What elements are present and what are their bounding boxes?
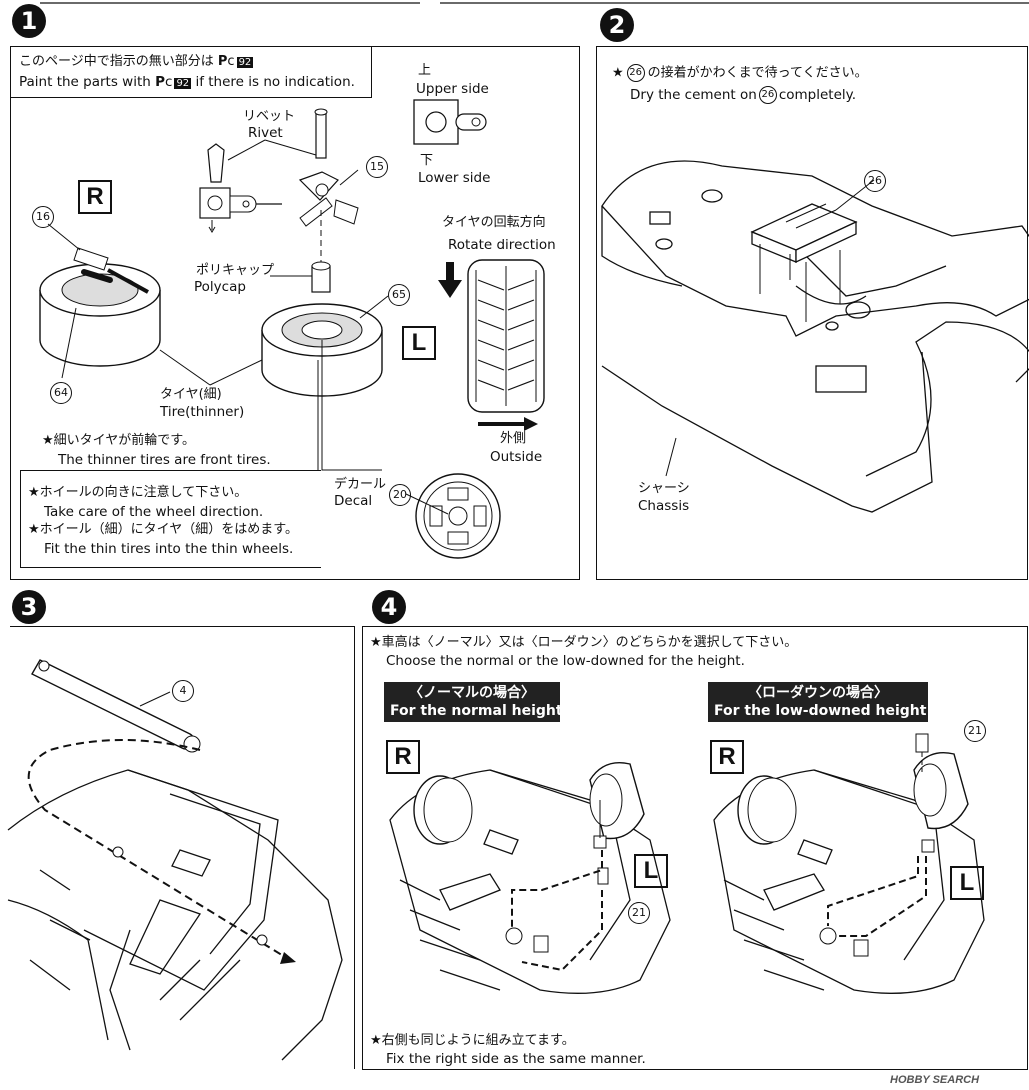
height-choice-jp: ★車高は〈ノーマル〉又は〈ローダウン〉のどちらかを選択して下さい。 — [370, 635, 798, 650]
chassis-label-jp: シャーシ — [638, 481, 690, 496]
watermark-logo: HOBBY SEARCH — [890, 1074, 980, 1086]
part-65-callout: 65 — [388, 284, 410, 306]
part-26-callout: 26 — [864, 170, 886, 192]
paint-note-en-suffix: if there is no indication. — [191, 74, 355, 90]
thin-fit-en: Fit the thin tires into the thin wheels. — [44, 541, 294, 557]
paint-note-en-prefix: Paint the parts with — [19, 74, 156, 90]
low-right-marker: R — [710, 740, 744, 774]
paint-number-badge-en: 92 — [174, 78, 192, 89]
step-2-number: 2 — [600, 8, 634, 42]
wheel-notes-box — [20, 470, 321, 568]
low-height-jp: 〈ローダウンの場合〉 — [748, 685, 888, 701]
step-1-number: 1 — [12, 4, 46, 38]
step-3-number: 3 — [12, 590, 46, 624]
wheel-direction-jp: ★ホイールの向きに注意して下さい。 — [28, 485, 248, 500]
decal-label-en: Decal — [334, 493, 373, 509]
rivet-label-en: Rivet — [248, 125, 283, 141]
low-part-21-callout: 21 — [964, 720, 986, 742]
normal-height-heading: 〈ノーマルの場合〉 For the normal height — [384, 682, 563, 722]
right-side-note-jp: ★右側も同じように組み立てます。 — [370, 1033, 575, 1048]
step-2-panel — [596, 46, 1028, 580]
height-choice-en: Choose the normal or the low-downed for … — [386, 653, 745, 669]
part-16-callout: 16 — [32, 206, 54, 228]
cement-part-26-en: 26 — [758, 86, 777, 104]
tire-thinner-en: Tire(thinner) — [160, 404, 245, 420]
part-20-callout: 20 — [389, 484, 411, 506]
paint-number-badge: 92 — [236, 57, 254, 68]
polycap-label-en: Polycap — [194, 279, 246, 295]
step-1-illustration — [39, 99, 545, 559]
chassis-label-en: Chassis — [638, 498, 690, 514]
upper-side-jp: 上 — [418, 63, 432, 78]
upper-side-en: Upper side — [416, 81, 489, 97]
step-4-normal-illustration — [389, 762, 671, 994]
polycap-label-jp: ポリキャップ — [196, 263, 275, 278]
paint-code-c: c — [227, 54, 235, 69]
wheel-direction-en: Take care of the wheel direction. — [44, 504, 264, 520]
part-64-callout: 64 — [50, 382, 72, 404]
normal-height-jp: 〈ノーマルの場合〉 — [409, 685, 535, 701]
rotate-direction-en: Rotate direction — [448, 237, 556, 253]
decal-label-jp: デカール — [334, 477, 387, 492]
normal-part-21-callout: 21 — [628, 902, 650, 924]
step-3-illustration — [7, 659, 343, 1061]
low-height-en: For the low-downed height — [714, 703, 927, 719]
rotate-direction-jp: タイヤの回転方向 — [442, 215, 546, 230]
front-tire-note-en: The thinner tires are front tires. — [58, 452, 271, 468]
low-height-heading: 〈ローダウンの場合〉 For the low-downed height — [708, 682, 928, 722]
rivet-label-jp: リベット — [243, 109, 296, 124]
front-tire-note-jp: ★細いタイヤが前輪です。 — [42, 433, 195, 448]
left-side-marker: L — [402, 326, 436, 360]
part-4-callout: 4 — [172, 680, 194, 702]
right-side-marker: R — [78, 180, 112, 214]
cement-part-26: 26 — [626, 64, 645, 82]
outside-label-en: Outside — [490, 449, 543, 465]
paint-note-jp: このページ中で指示の無い部分は — [19, 54, 218, 69]
step-4-number: 4 — [372, 590, 406, 624]
lower-side-jp: 下 — [420, 153, 434, 168]
normal-right-marker: R — [386, 740, 420, 774]
normal-left-marker: L — [634, 854, 668, 888]
step-4-lowdown-illustration — [713, 733, 985, 994]
step-2-illustration — [601, 160, 1029, 513]
right-side-note-en: Fix the right side as the same manner. — [386, 1051, 646, 1067]
part-15-callout: 15 — [366, 156, 388, 178]
normal-height-en: For the normal height — [390, 703, 563, 719]
tire-thinner-jp: タイヤ(細) — [160, 387, 222, 402]
lower-side-en: Lower side — [418, 170, 491, 186]
outside-label-jp: 外側 — [500, 431, 527, 446]
thin-fit-jp: ★ホイール（細）にタイヤ（細）をはめます。 — [28, 522, 298, 537]
